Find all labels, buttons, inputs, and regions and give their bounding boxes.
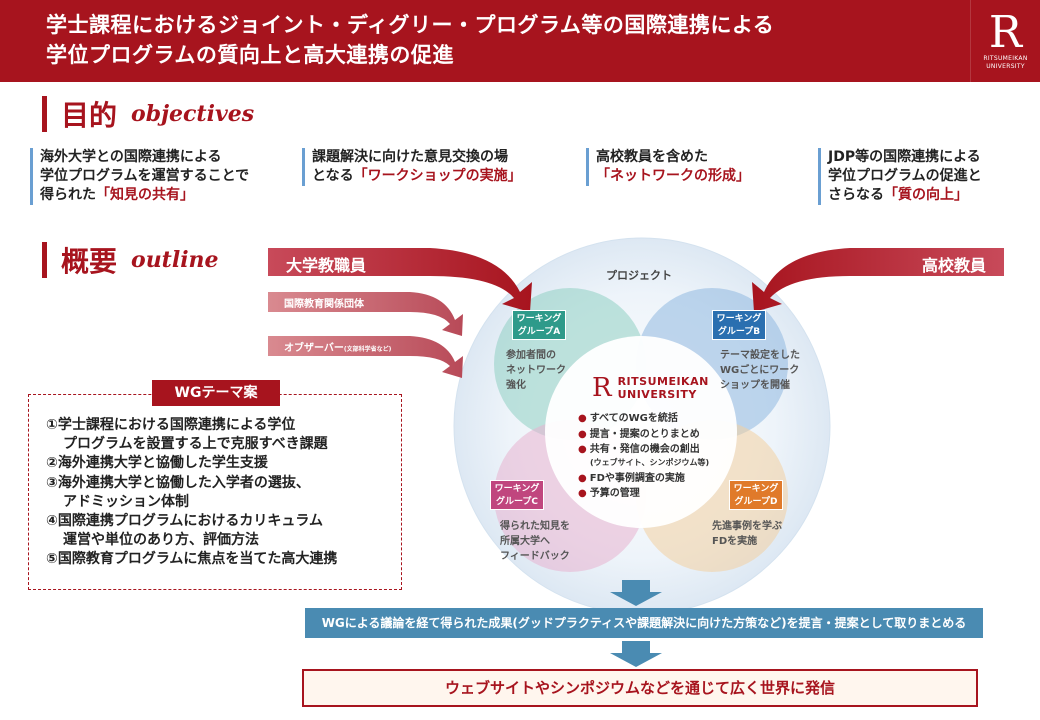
intl-orgs-arrow bbox=[268, 292, 463, 336]
group-a-desc: 参加者間のネットワーク強化 bbox=[506, 350, 566, 391]
list-item: 運営や単位のあり方、評価方法 bbox=[63, 532, 259, 549]
observers-label: オブザーバー(文部科学省など) bbox=[284, 343, 392, 354]
page-title: 学士課程におけるジョイント・ディグリー・プログラム等の国際連携による 学位プログ… bbox=[46, 10, 946, 70]
group-c-desc: 得られた知見を所属大学へフィードバック bbox=[500, 521, 570, 562]
intl-orgs-label: 国際教育関係団体 bbox=[284, 299, 364, 310]
objectives-en: objectives bbox=[131, 101, 255, 127]
project-label: プロジェクト bbox=[606, 269, 672, 282]
down-arrow-2 bbox=[610, 641, 662, 667]
center-circle bbox=[545, 336, 737, 528]
high-school-arrow bbox=[752, 248, 1004, 312]
logo-letter: R bbox=[988, 7, 1023, 58]
objective-highlight: 「ワークショップの実施」 bbox=[353, 168, 522, 184]
objective-highlight: 「知見の共有」 bbox=[96, 187, 194, 203]
objectives-jp: 目的 bbox=[61, 99, 118, 132]
final-box: ウェブサイトやシンポジウムなどを通じて広く世界に発信 bbox=[302, 669, 978, 707]
center-logo-text-2: UNIVERSITY bbox=[617, 388, 697, 401]
objective-item-3: 高校教員を含めた 「ネットワークの形成」 bbox=[586, 148, 750, 186]
university-staff-label: 大学教職員 bbox=[286, 256, 367, 275]
university-staff-arrow bbox=[268, 248, 532, 312]
outline-jp: 概要 bbox=[61, 245, 118, 278]
list-item: ③海外連携大学と協働した入学者の選抜、 bbox=[46, 474, 310, 491]
list-item: ④国際連携プログラムにおけるカリキュラム bbox=[46, 513, 324, 530]
list-item: ●すべてのWGを統括 bbox=[578, 413, 678, 424]
ritsumeikan-logo: R RITSUMEIKAN UNIVERSITY bbox=[970, 0, 1040, 82]
logo-text-1: RITSUMEIKAN bbox=[983, 55, 1028, 62]
list-item: アドミッション体制 bbox=[63, 493, 189, 510]
high-school-label: 高校教員 bbox=[922, 256, 987, 275]
wg-theme-title: WGテーマ案 bbox=[152, 380, 280, 406]
group-c-badge: ワーキンググループC bbox=[490, 480, 544, 510]
outline-en: outline bbox=[131, 247, 219, 273]
center-logo-text-1: RITSUMEIKAN bbox=[617, 375, 709, 388]
objective-item-1: 海外大学との国際連携による 学位プログラムを運営することで 得られた「知見の共有… bbox=[30, 148, 249, 205]
group-d-badge: ワーキンググループD bbox=[729, 480, 783, 510]
heading-bar bbox=[42, 242, 47, 278]
objective-item-4: JDP等の国際連携による 学位プログラムの促進と さらなる「質の向上」 bbox=[818, 148, 982, 205]
group-a-badge: ワーキンググループA bbox=[512, 310, 566, 340]
logo-text-2: UNIVERSITY bbox=[986, 63, 1025, 70]
list-item-note: (ウェブサイト、シンポジウム等) bbox=[590, 457, 710, 467]
outline-heading: 概要 outline bbox=[42, 240, 219, 280]
center-logo: R RITSUMEIKAN UNIVERSITY bbox=[592, 375, 709, 401]
center-role-list: ●すべてのWGを統括 ●提言・提案のとりまとめ ●共有・発信の機会の創出 (ウェ… bbox=[578, 411, 709, 502]
header-banner: 学士課程におけるジョイント・ディグリー・プログラム等の国際連携による 学位プログ… bbox=[0, 0, 1040, 82]
title-line-2: 学位プログラムの質向上と高大連携の促進 bbox=[46, 43, 454, 67]
list-item: ①学士課程における国際連携による学位 bbox=[46, 417, 296, 433]
list-item: プログラムを設置する上で克服すべき課題 bbox=[63, 436, 328, 453]
objective-item-2: 課題解決に向けた意見交換の場 となる「ワークショップの実施」 bbox=[302, 148, 522, 186]
wg-theme-list: ①学士課程における国際連携による学位 プログラムを設置する上で克服すべき課題 ②… bbox=[46, 416, 337, 570]
heading-bar bbox=[42, 96, 47, 132]
center-logo-letter: R bbox=[592, 373, 612, 403]
title-line-1: 学士課程におけるジョイント・ディグリー・プログラム等の国際連携による bbox=[46, 13, 775, 37]
down-arrow-1 bbox=[610, 580, 662, 606]
list-item: ●提言・提案のとりまとめ bbox=[578, 428, 700, 440]
list-item: ⑤国際教育プログラムに焦点を当てた高大連携 bbox=[46, 551, 338, 568]
group-b-badge: ワーキンググループB bbox=[712, 310, 766, 340]
result-bar: WGによる議論を経て得られた成果(グッドプラクティスや課題解決に向けた方策など)… bbox=[305, 608, 983, 638]
observers-arrow bbox=[268, 336, 463, 378]
objective-highlight: 「ネットワークの形成」 bbox=[596, 168, 750, 184]
objective-highlight: 「質の向上」 bbox=[884, 187, 968, 203]
list-item: ②海外連携大学と協働した学生支援 bbox=[46, 455, 268, 472]
objectives-heading: 目的 objectives bbox=[42, 94, 254, 134]
list-item: ●FDや事例調査の実施 bbox=[578, 472, 685, 484]
list-item: ●予算の管理 bbox=[578, 488, 640, 499]
list-item: ●共有・発信の機会の創出 bbox=[578, 444, 700, 455]
